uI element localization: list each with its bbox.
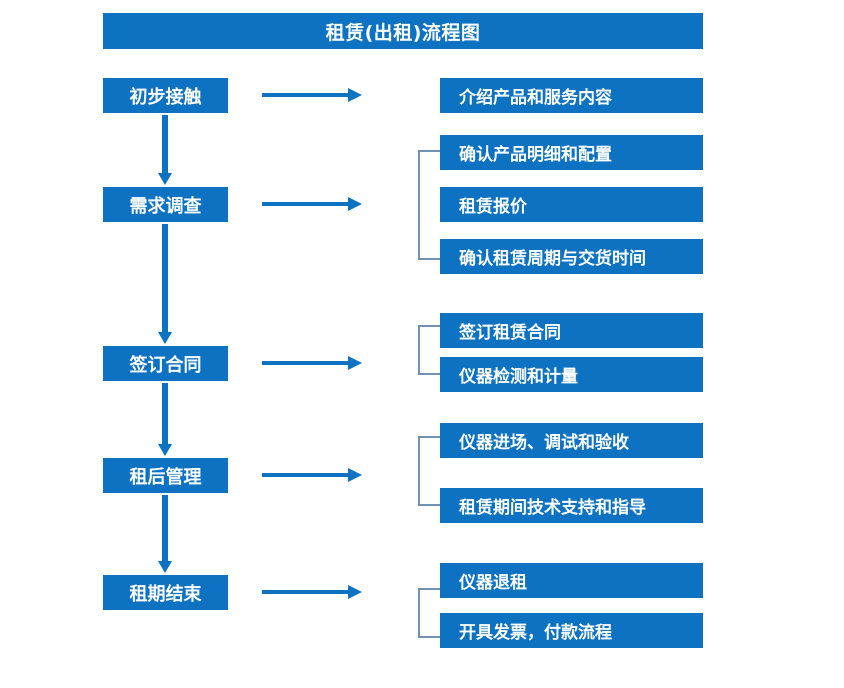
arrow-head-icon [158, 561, 172, 573]
detail-box-6[interactable]: 仪器检测和计量 [440, 357, 703, 392]
arrow-shaft [162, 224, 168, 332]
arrow-head-icon [348, 468, 362, 482]
detail-box-2[interactable]: 确认产品明细和配置 [440, 135, 703, 170]
detail-box-7[interactable]: 仪器进场、调试和验收 [440, 423, 703, 458]
arrow-head-icon [348, 356, 362, 370]
vertical-arrow-1 [158, 115, 172, 185]
arrow-shaft [262, 93, 350, 97]
group-bracket-4 [418, 436, 440, 506]
horizontal-arrow-2 [262, 197, 362, 211]
step-box-3[interactable]: 签订合同 [103, 346, 228, 381]
arrow-head-icon [348, 585, 362, 599]
detail-box-1[interactable]: 介绍产品和服务内容 [440, 78, 703, 113]
step-box-5[interactable]: 租期结束 [103, 575, 228, 610]
arrow-head-icon [158, 173, 172, 185]
arrow-shaft [262, 590, 350, 594]
group-bracket-3 [418, 325, 440, 375]
detail-box-4[interactable]: 确认租赁周期与交货时间 [440, 239, 703, 274]
arrow-head-icon [348, 197, 362, 211]
vertical-arrow-4 [158, 495, 172, 573]
group-bracket-2 [418, 150, 440, 260]
arrow-shaft [262, 361, 350, 365]
arrow-head-icon [348, 88, 362, 102]
detail-box-9[interactable]: 仪器退租 [440, 563, 703, 598]
horizontal-arrow-1 [262, 88, 362, 102]
horizontal-arrow-4 [262, 468, 362, 482]
arrow-shaft [162, 115, 168, 173]
arrow-shaft [162, 383, 168, 444]
vertical-arrow-2 [158, 224, 172, 344]
arrow-head-icon [158, 332, 172, 344]
step-box-4[interactable]: 租后管理 [103, 458, 228, 493]
arrow-shaft [262, 202, 350, 206]
arrow-shaft [262, 473, 350, 477]
detail-box-5[interactable]: 签订租赁合同 [440, 313, 703, 348]
vertical-arrow-3 [158, 383, 172, 456]
step-box-2[interactable]: 需求调查 [103, 187, 228, 222]
horizontal-arrow-5 [262, 585, 362, 599]
page-title: 租赁(出租)流程图 [103, 13, 703, 49]
group-bracket-5 [418, 588, 440, 638]
detail-box-8[interactable]: 租赁期间技术支持和指导 [440, 488, 703, 523]
arrow-head-icon [158, 444, 172, 456]
arrow-shaft [162, 495, 168, 561]
horizontal-arrow-3 [262, 356, 362, 370]
detail-box-3[interactable]: 租赁报价 [440, 187, 703, 222]
detail-box-10[interactable]: 开具发票，付款流程 [440, 613, 703, 648]
step-box-1[interactable]: 初步接触 [103, 78, 228, 113]
